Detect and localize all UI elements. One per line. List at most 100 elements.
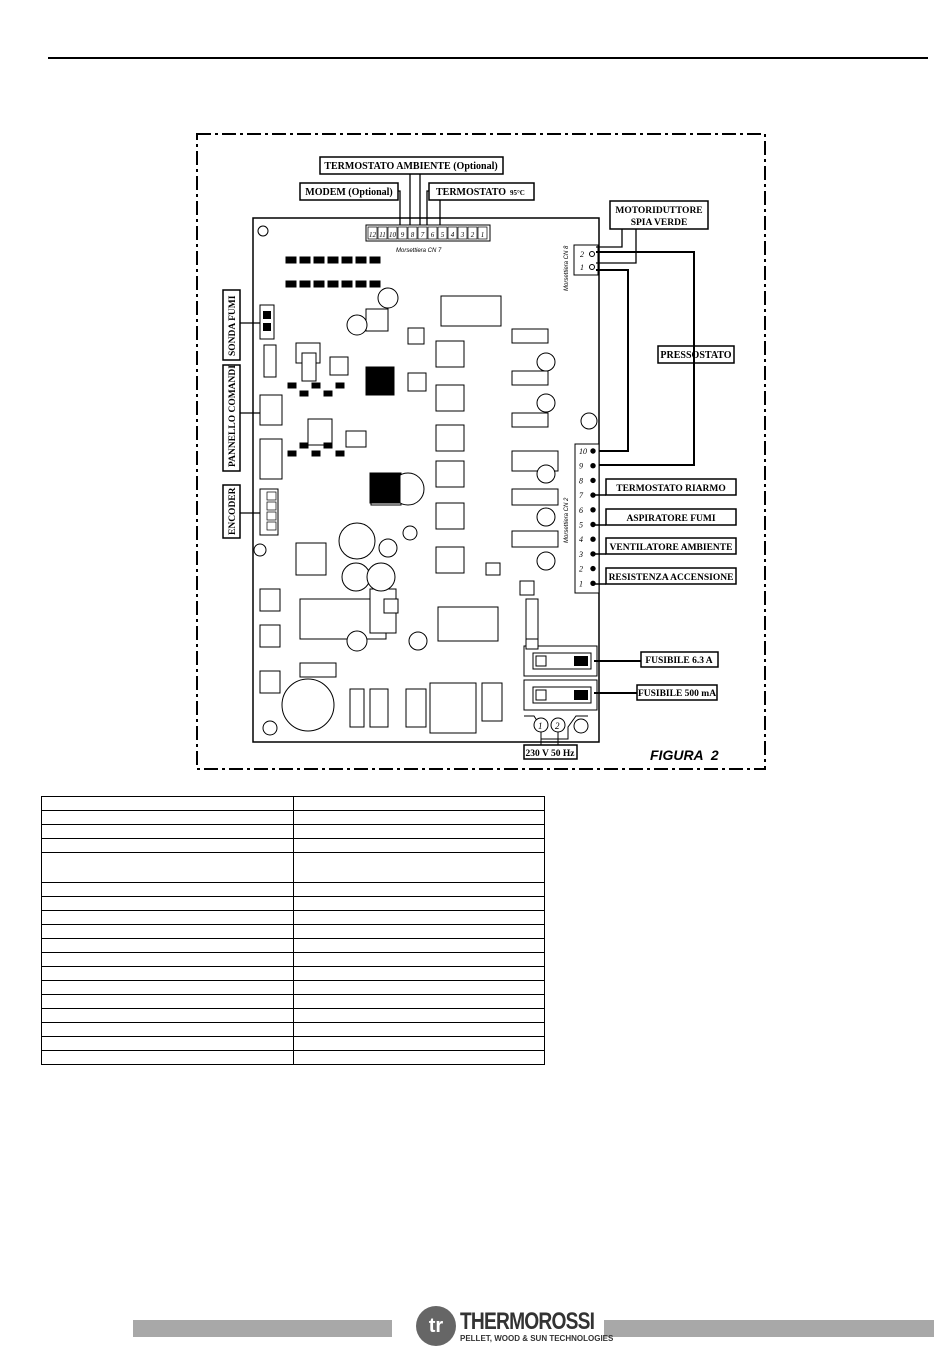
table-row — [41, 910, 545, 925]
pcb-component — [525, 598, 539, 640]
table-cell — [292, 1050, 545, 1065]
cn2-pin-number: 5 — [579, 521, 583, 530]
table-cell — [41, 796, 294, 811]
table-row — [41, 966, 545, 981]
pcb-component — [335, 450, 345, 457]
label-aspiratore-fumi: ASPIRATORE FUMI — [626, 514, 715, 524]
label-box — [605, 478, 737, 496]
pcb-component — [536, 507, 556, 527]
table-row — [41, 796, 545, 811]
pcb-component — [299, 280, 311, 288]
pcb-component — [511, 370, 549, 386]
cn7-pin-cell — [437, 226, 448, 240]
cn8-label: Morsettiera CN 8 — [564, 245, 570, 291]
pcb-component — [355, 280, 367, 288]
connector — [259, 438, 283, 480]
table-cell — [292, 994, 545, 1009]
encoder-pin-cell — [266, 521, 277, 531]
label-fusibile-63: FUSIBILE 6.3 A — [645, 656, 712, 666]
label-box — [605, 537, 737, 555]
pcb-component — [295, 542, 327, 576]
footer-bar-right — [604, 1320, 934, 1337]
pcb-component — [440, 295, 502, 327]
pcb-component — [407, 372, 427, 392]
pcb-component — [525, 638, 539, 650]
table-cell — [41, 952, 294, 967]
pcb-component — [383, 598, 399, 614]
table-cell — [292, 882, 545, 897]
cn2-pin-dot — [590, 551, 596, 557]
pcb-component — [346, 314, 368, 336]
pcb-component — [377, 287, 399, 309]
table-cell — [292, 796, 545, 811]
cn2-pin-number: 4 — [579, 535, 583, 544]
pcb-component — [536, 352, 556, 372]
cn7-pin-number: 12 — [369, 231, 377, 239]
label-termostato-riarmo: TERMOSTATO RIARMO — [616, 484, 726, 494]
table-cell — [41, 1008, 294, 1023]
pcb-component — [365, 366, 395, 396]
table-row — [41, 824, 545, 839]
pcb-component — [301, 352, 317, 382]
table-cell — [41, 852, 294, 883]
label-termostato-ambiente: TERMOSTATO AMBIENTE (Optional) — [324, 161, 497, 172]
label-box — [222, 289, 241, 361]
table-cell — [41, 810, 294, 825]
cn2-pin-number: 1 — [579, 579, 583, 588]
table-cell — [41, 838, 294, 853]
label-resistenza-accensione: RESISTENZA ACCENSIONE — [609, 573, 734, 583]
pcb-component — [435, 340, 465, 368]
pcb-component — [369, 256, 381, 264]
pcb-component — [435, 460, 465, 488]
table-cell — [292, 1022, 545, 1037]
label-box — [609, 200, 709, 230]
pcb-component — [369, 280, 381, 288]
pcb-component — [327, 256, 339, 264]
table-cell — [292, 1008, 545, 1023]
cn7-pin-number: 5 — [441, 231, 445, 239]
table-cell — [41, 1050, 294, 1065]
pcb-component — [341, 562, 371, 592]
cn7-pin-number: 2 — [471, 231, 475, 239]
cn2-pin-dot — [590, 492, 596, 498]
cn7-pin-number: 6 — [431, 231, 435, 239]
cn2-pin-number: 2 — [579, 565, 583, 574]
cn7-pin-number: 8 — [411, 231, 415, 239]
pcb-component — [481, 682, 503, 722]
pcb-component — [307, 418, 333, 446]
cn2-pin-number: 3 — [578, 550, 583, 559]
pcb-component — [435, 424, 465, 452]
table-cell — [292, 1036, 545, 1051]
pcb-component — [313, 256, 325, 264]
pcb-component — [285, 256, 297, 264]
table-row — [41, 1050, 545, 1065]
leader-line — [426, 190, 429, 225]
label-ventilatore-ambiente: VENTILATORE AMBIENTE — [610, 543, 733, 553]
pcb-component — [323, 390, 333, 397]
label-box — [657, 345, 735, 364]
cn7-pin-cell — [387, 226, 398, 240]
cn7-pin-cell — [477, 226, 488, 240]
table-cell — [292, 810, 545, 825]
pcb-component — [536, 551, 556, 571]
cn7-pin-number: 7 — [421, 231, 425, 239]
logo-tagline: PELLET, WOOD & SUN TECHNOLOGIES — [460, 1334, 614, 1343]
table-row — [41, 952, 545, 967]
logo-mark: tr — [416, 1306, 456, 1346]
label-termostato-temp: 95°C — [510, 189, 525, 197]
pcb-component — [511, 328, 549, 344]
label-box — [605, 508, 737, 526]
cn7-pin-cell — [367, 226, 378, 240]
pcb-components — [259, 256, 559, 734]
label-box — [640, 651, 719, 668]
pcb-component — [341, 256, 353, 264]
cn2-pin-number: 8 — [579, 476, 583, 485]
cn7-pin-cell — [427, 226, 438, 240]
pcb-component — [299, 442, 309, 449]
table-cell — [292, 966, 545, 981]
table-cell — [41, 910, 294, 925]
table-cell — [41, 824, 294, 839]
